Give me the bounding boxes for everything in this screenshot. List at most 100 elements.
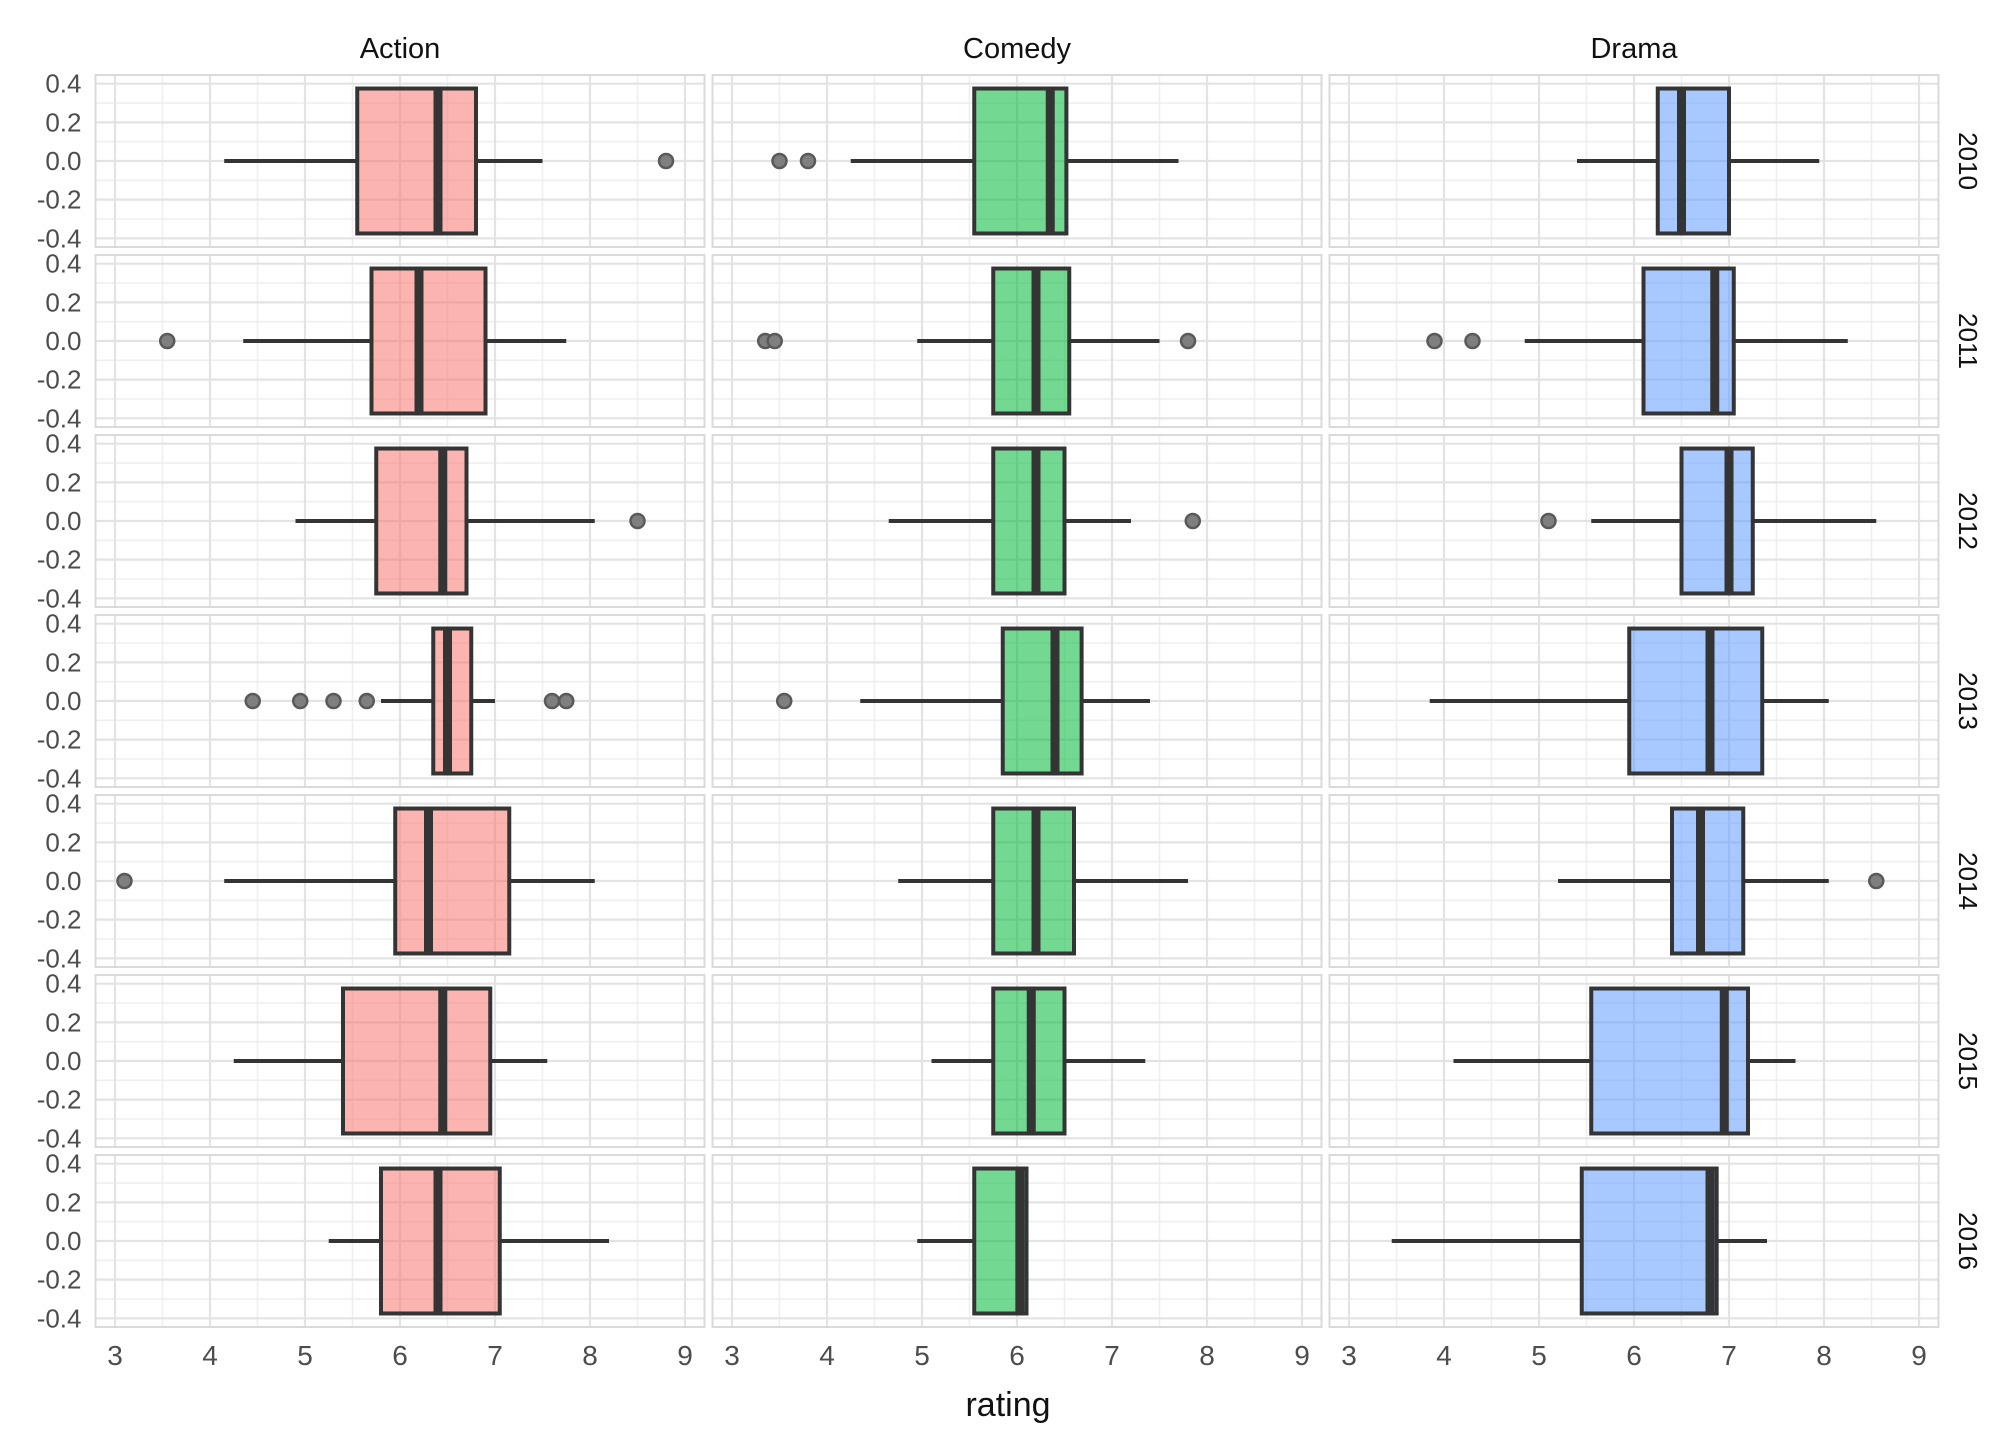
outlier-point (1464, 332, 1481, 350)
y-tick-label: -0.4 (37, 1123, 82, 1153)
x-tick-label: 4 (1436, 1340, 1452, 1371)
y-tick-label: -0.2 (37, 545, 82, 575)
outlier-point (558, 692, 575, 710)
x-axis-title: rating (965, 1386, 1050, 1424)
y-tick-label: 0.2 (45, 827, 81, 857)
panel-border (711, 434, 1323, 608)
y-tick-label: 0.4 (45, 1149, 81, 1179)
y-tick-label: -0.2 (37, 185, 82, 215)
panel-border (711, 974, 1323, 1148)
x-tick-label: 6 (1009, 1340, 1025, 1371)
y-tick-label: 0.4 (45, 429, 81, 459)
panel-border (711, 254, 1323, 428)
y-tick-label: 0.4 (45, 69, 81, 99)
panel-Drama-2012 (1328, 434, 1940, 608)
panel-Action-2010 (94, 74, 706, 248)
x-tick-label: 7 (487, 1340, 503, 1371)
outlier-point (358, 692, 375, 710)
x-tick-label: 3 (724, 1340, 740, 1371)
y-tick-label: 0.2 (45, 287, 81, 317)
outlier-point (629, 512, 646, 530)
y-tick-label: 0.0 (45, 1046, 81, 1076)
y-tick-label: -0.4 (37, 403, 82, 433)
panel-Comedy-2013 (711, 614, 1323, 788)
iqr-box (1627, 626, 1765, 776)
iqr-box (431, 626, 474, 776)
panel-border (94, 794, 706, 968)
panel-Action-2013 (94, 614, 706, 788)
x-tick-label: 7 (1721, 1340, 1737, 1371)
y-tick-label: 0.2 (45, 1187, 81, 1217)
x-tick-label: 8 (1199, 1340, 1215, 1371)
panel-Action-2011 (94, 254, 706, 428)
panel-Drama-2016 (1328, 1154, 1940, 1328)
outlier-point (1179, 332, 1197, 350)
y-tick-label: -0.4 (37, 943, 82, 973)
x-tick-label: 4 (819, 1340, 835, 1371)
x-tick-label: 6 (1626, 1340, 1642, 1371)
outlier-point (325, 692, 342, 710)
panel-Action-2014 (94, 794, 706, 968)
y-tick-label: 0.2 (45, 107, 81, 137)
panel-Comedy-2010 (711, 74, 1323, 248)
panel-border (94, 614, 706, 788)
outlier-point (244, 692, 261, 710)
x-tick-label: 5 (914, 1340, 930, 1371)
strip-label-2015: 2015 (1953, 1032, 1983, 1090)
labels-layer: 0.40.20.0-0.2-0.420100.40.20.0-0.2-0.420… (37, 33, 1983, 1371)
x-tick-label: 8 (582, 1340, 598, 1371)
iqr-box (1641, 266, 1736, 416)
iqr-box (1679, 446, 1755, 596)
outlier-point (771, 152, 788, 170)
outlier-point (1184, 512, 1202, 530)
iqr-box (374, 446, 469, 596)
panel-Comedy-2015 (711, 974, 1323, 1148)
outlier-point (766, 332, 783, 350)
facet-title-Action: Action (360, 33, 441, 65)
panel-Drama-2010 (1328, 74, 1940, 248)
outlier-point (1868, 872, 1885, 890)
strip-label-2013: 2013 (1953, 672, 1983, 730)
strip-label-2014: 2014 (1953, 852, 1983, 910)
outlier-point (1426, 332, 1443, 350)
panel-border (94, 974, 706, 1148)
panel-Action-2012 (94, 434, 706, 608)
x-tick-label: 5 (297, 1340, 313, 1371)
strip-label-2012: 2012 (1953, 492, 1983, 550)
y-tick-label: -0.2 (37, 1085, 82, 1115)
panel-border (1328, 974, 1940, 1148)
panel-border (711, 794, 1323, 968)
iqr-box (1579, 1166, 1719, 1316)
x-tick-label: 8 (1816, 1340, 1832, 1371)
x-tick-label: 3 (107, 1340, 123, 1371)
x-tick-label: 9 (1911, 1340, 1927, 1371)
outlier-point (543, 692, 561, 710)
x-tick-label: 5 (1531, 1340, 1547, 1371)
y-tick-label: 0.4 (45, 249, 81, 279)
panel-Drama-2015 (1328, 974, 1940, 1148)
facet-title-Comedy: Comedy (963, 33, 1071, 65)
outlier-point (116, 872, 133, 890)
y-tick-label: -0.2 (37, 725, 82, 755)
panel-border (94, 254, 706, 428)
y-tick-label: -0.2 (37, 1265, 82, 1295)
y-tick-label: 0.2 (45, 467, 81, 497)
panel-border (94, 434, 706, 608)
y-tick-label: -0.2 (37, 905, 82, 935)
panel-border (711, 74, 1323, 248)
panel-border (94, 74, 706, 248)
y-tick-label: 0.0 (45, 146, 81, 176)
iqr-box (369, 266, 488, 416)
y-tick-label: 0.0 (45, 1226, 81, 1256)
outlier-point (775, 692, 793, 710)
panel-Comedy-2011 (711, 254, 1323, 428)
panels-layer (94, 74, 1940, 1328)
y-tick-label: 0.0 (45, 686, 81, 716)
panel-Action-2015 (94, 974, 706, 1148)
x-tick-label: 9 (677, 1340, 693, 1371)
panel-Comedy-2016 (711, 1154, 1323, 1328)
y-tick-label: 0.0 (45, 506, 81, 536)
iqr-box (1670, 806, 1746, 956)
strip-label-2011: 2011 (1953, 313, 1983, 369)
